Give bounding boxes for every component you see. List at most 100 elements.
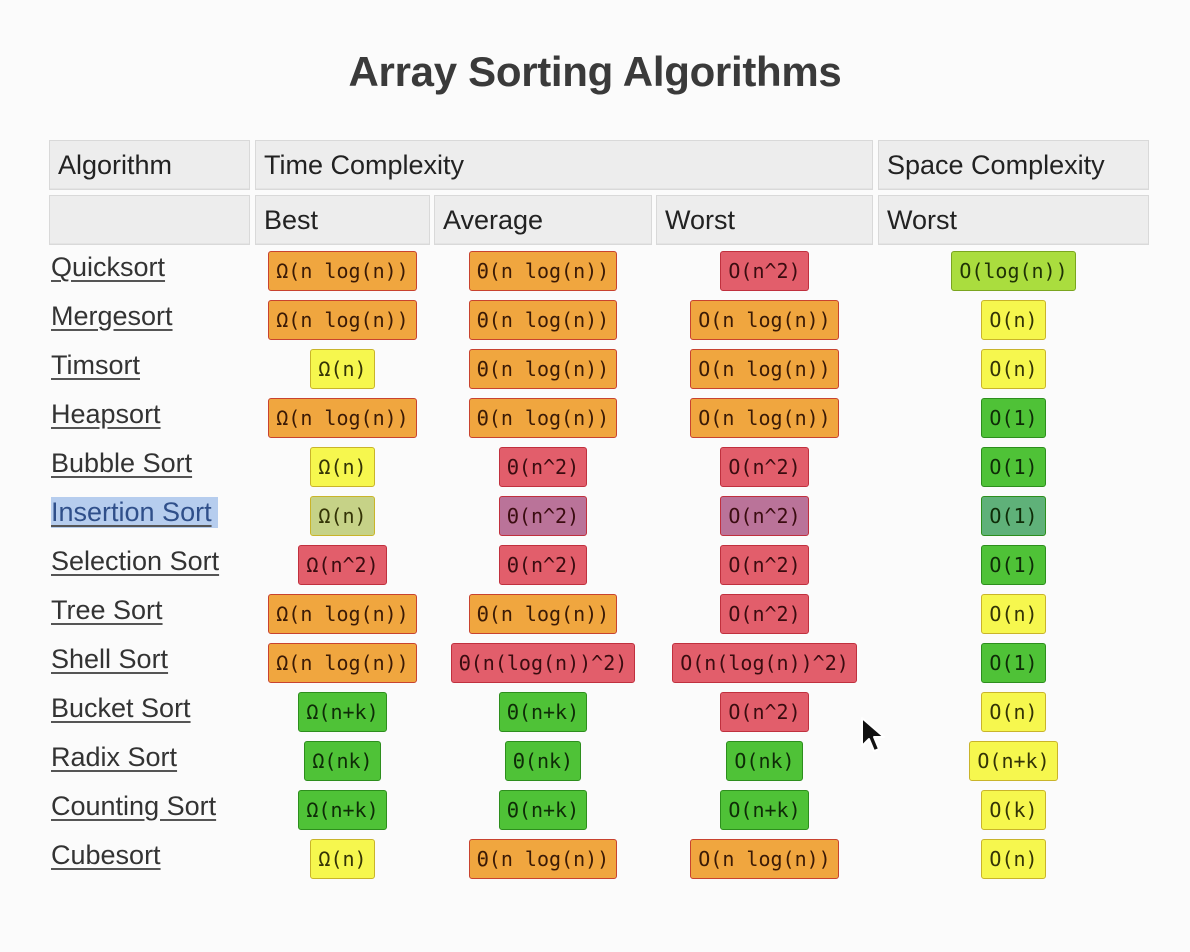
algorithm-link[interactable]: Cubesort (51, 840, 161, 870)
table-row: Mergesort Ω(n log(n)) Θ(n log(n)) O(n log(n… (0, 297, 1190, 343)
average-complexity-badge: Θ(nk) (504, 741, 582, 781)
best-complexity-badge: Ω(n) (310, 447, 375, 487)
worst-cell: O(n log(n)) (656, 395, 873, 441)
best-cell: Ω(n^2) (255, 542, 430, 588)
worst-complexity-badge: O(n log(n)) (690, 398, 839, 438)
worst-complexity-badge: O(n^2) (720, 594, 809, 634)
worst-cell: O(n(log(n))^2) (656, 640, 873, 686)
worst-complexity-badge: O(n(log(n))^2) (672, 643, 857, 683)
space-cell: O(1) (878, 493, 1149, 539)
worst-cell: O(n^2) (656, 689, 873, 735)
avg-cell: Θ(n log(n)) (434, 395, 652, 441)
space-cell: O(n) (878, 689, 1149, 735)
best-complexity-badge: Ω(n+k) (298, 790, 387, 830)
space-cell: O(n) (878, 346, 1149, 392)
table-row: Heapsort Ω(n log(n)) Θ(n log(n)) O(n log(n)… (0, 395, 1190, 441)
best-cell: Ω(nk) (255, 738, 430, 784)
algorithm-link[interactable]: Quicksort (51, 252, 166, 282)
space-cell: O(n+k) (878, 738, 1149, 784)
worst-complexity-badge: O(n^2) (720, 251, 809, 291)
header-empty (49, 195, 250, 245)
algorithm-link[interactable]: Tree Sort (51, 595, 163, 625)
space-complexity-badge: O(n) (981, 349, 1046, 389)
space-complexity-badge: O(n) (981, 300, 1046, 340)
average-complexity-badge: Θ(n+k) (498, 692, 588, 732)
avg-cell: Θ(n log(n)) (434, 297, 652, 343)
best-complexity-badge: Ω(n^2) (298, 545, 387, 585)
header-time-complexity: Time Complexity (255, 140, 873, 190)
space-cell: O(n) (878, 836, 1149, 882)
algorithm-link[interactable]: Bubble Sort (51, 448, 193, 478)
algorithm-link[interactable]: Radix Sort (51, 742, 178, 772)
table-row: Bubble Sort Ω(n) Θ(n^2) O(n^2) O(1) (0, 444, 1190, 490)
worst-cell: O(n^2) (656, 444, 873, 490)
worst-cell: O(n^2) (656, 591, 873, 637)
space-complexity-badge: O(n+k) (969, 741, 1058, 781)
best-complexity-badge: Ω(n+k) (298, 692, 387, 732)
average-complexity-badge: Θ(n^2) (498, 447, 588, 487)
average-complexity-badge: Θ(n log(n)) (468, 594, 618, 634)
best-complexity-badge: Ω(n log(n)) (268, 300, 417, 340)
best-complexity-badge: Ω(n log(n)) (268, 643, 417, 683)
header-best: Best (255, 195, 430, 245)
best-complexity-badge: Ω(n) (310, 496, 375, 536)
avg-cell: Θ(nk) (434, 738, 652, 784)
table-row: Bucket Sort Ω(n+k) Θ(n+k) O(n^2) O(n) (0, 689, 1190, 735)
worst-cell: O(n log(n)) (656, 836, 873, 882)
table-row: Radix Sort Ω(nk) Θ(nk) O(nk) O(n+k) (0, 738, 1190, 784)
algorithm-link[interactable]: Insertion Sort (51, 497, 218, 528)
space-complexity-badge: O(1) (981, 545, 1046, 585)
avg-cell: Θ(n log(n)) (434, 836, 652, 882)
space-cell: O(1) (878, 542, 1149, 588)
space-cell: O(1) (878, 640, 1149, 686)
table-row: Insertion Sort Ω(n) Θ(n^2) O(n^2) O(1) (0, 493, 1190, 539)
worst-complexity-badge: O(nk) (726, 741, 803, 781)
algorithm-link[interactable]: Shell Sort (51, 644, 169, 674)
worst-complexity-badge: O(n log(n)) (690, 839, 839, 879)
worst-cell: O(n^2) (656, 542, 873, 588)
best-cell: Ω(n) (255, 493, 430, 539)
algorithm-link[interactable]: Timsort (51, 350, 140, 380)
best-cell: Ω(n log(n)) (255, 297, 430, 343)
average-complexity-badge: Θ(n log(n)) (468, 398, 618, 438)
average-complexity-badge: Θ(n^2) (498, 496, 588, 536)
worst-cell: O(n+k) (656, 787, 873, 833)
space-cell: O(k) (878, 787, 1149, 833)
algorithm-link[interactable]: Counting Sort (51, 791, 217, 821)
worst-cell: O(n log(n)) (656, 297, 873, 343)
algorithm-link[interactable]: Mergesort (51, 301, 173, 331)
algorithm-link[interactable]: Bucket Sort (51, 693, 191, 723)
algorithm-link[interactable]: Heapsort (51, 399, 161, 429)
best-cell: Ω(n log(n)) (255, 395, 430, 441)
space-complexity-badge: O(log(n)) (951, 251, 1076, 291)
space-complexity-badge: O(1) (981, 447, 1046, 487)
best-cell: Ω(n) (255, 346, 430, 392)
space-complexity-badge: O(n) (981, 594, 1046, 634)
best-cell: Ω(n log(n)) (255, 640, 430, 686)
average-complexity-badge: Θ(n(log(n))^2) (450, 643, 636, 683)
avg-cell: Θ(n^2) (434, 493, 652, 539)
worst-complexity-badge: O(n^2) (720, 496, 809, 536)
best-complexity-badge: Ω(n log(n)) (268, 251, 417, 291)
mouse-cursor-icon (861, 717, 885, 752)
avg-cell: Θ(n(log(n))^2) (434, 640, 652, 686)
header-space-worst: Worst (878, 195, 1149, 245)
worst-complexity-badge: O(n^2) (720, 692, 809, 732)
space-complexity-badge: O(1) (981, 398, 1046, 438)
space-cell: O(1) (878, 395, 1149, 441)
best-complexity-badge: Ω(n) (310, 349, 375, 389)
header-worst: Worst (656, 195, 873, 245)
worst-cell: O(n^2) (656, 493, 873, 539)
space-cell: O(n) (878, 297, 1149, 343)
average-complexity-badge: Θ(n log(n)) (468, 839, 618, 879)
worst-complexity-badge: O(n log(n)) (690, 349, 839, 389)
algorithm-link[interactable]: Selection Sort (51, 546, 220, 576)
space-cell: O(log(n)) (878, 248, 1149, 294)
average-complexity-badge: Θ(n log(n)) (468, 300, 618, 340)
worst-complexity-badge: O(n^2) (720, 447, 809, 487)
